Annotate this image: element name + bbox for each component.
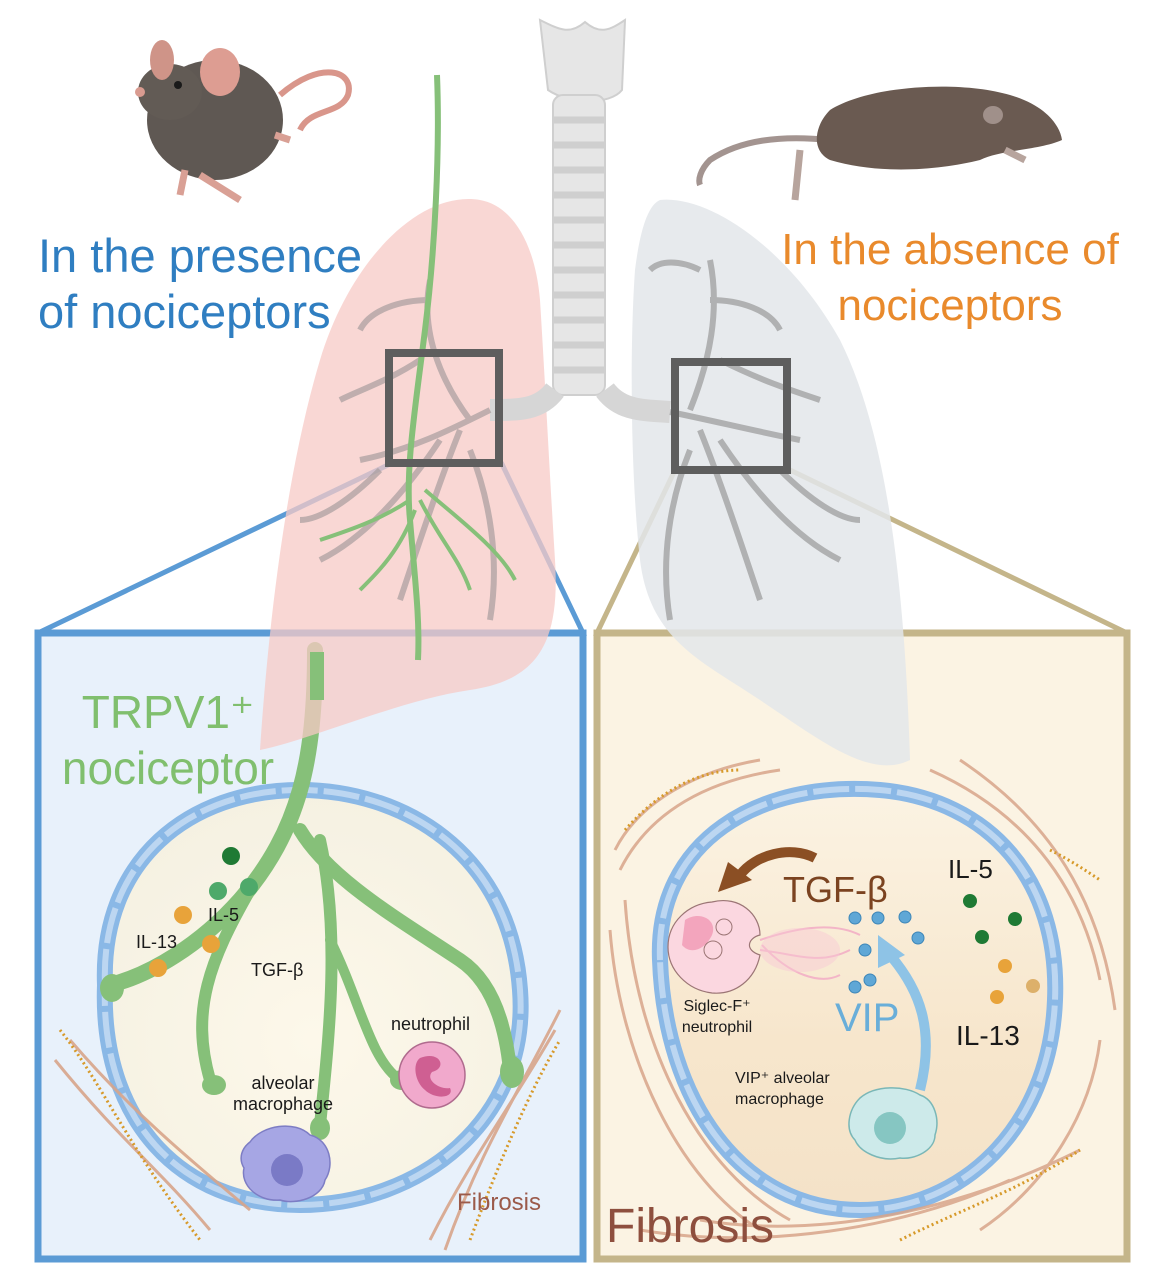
trpv1-label-line2: nociceptor: [61, 742, 275, 794]
left-collagen-fibers: [53, 1009, 562, 1251]
right-tgf-label: TGF-β: [783, 869, 888, 910]
right-vip-macrophage-label: VIP⁺ alveolar macrophage: [735, 1068, 830, 1110]
right-collagen-fibers: [608, 758, 1117, 1240]
left-neutrophil-label: neutrophil: [391, 1014, 471, 1034]
right-heading-line1: In the absence of: [781, 225, 1119, 274]
active-mouse: [135, 40, 352, 203]
right-il5-label: IL-5: [948, 854, 993, 884]
left-heading-line2: of nociceptors: [38, 285, 331, 338]
tracheal-rings: [553, 116, 605, 374]
right-neutrophil-line2: neutrophil: [681, 1019, 753, 1036]
right-vip-dots: [848, 910, 925, 994]
trpv1-label-line1: TRPV1⁺: [81, 686, 255, 738]
left-macrophage-cell: [240, 1125, 331, 1203]
left-macrophage-line1: alveolar: [251, 1073, 315, 1093]
right-neutrophil-line1: Siglec-F⁺: [683, 998, 751, 1015]
right-fibrosis-label: Fibrosis: [606, 1200, 775, 1253]
lungs: [260, 18, 910, 766]
left-zoom-box: [385, 349, 503, 467]
right-il13-label: IL-13: [956, 1020, 1020, 1051]
left-il13-label: IL-13: [136, 932, 178, 952]
trachea: [538, 18, 627, 396]
right-heading-line2: nociceptors: [837, 281, 1063, 330]
right-zoom-box: [671, 358, 791, 474]
left-il5-dots: [209, 847, 258, 900]
right-tgf-arrowhead: [718, 862, 752, 892]
left-heading-line1: In the presence: [38, 229, 362, 282]
right-macrophage-line2: macrophage: [735, 1091, 824, 1108]
left-tgf-label: TGF-β: [251, 960, 304, 980]
trpv1-nociceptor-label: TRPV1⁺ nociceptor: [48, 684, 288, 796]
right-macrophage-line1: VIP⁺ alveolar: [735, 1070, 830, 1087]
right-heading: In the absence of nociceptors: [760, 222, 1140, 334]
right-fibrin-strands: [623, 768, 1101, 1242]
left-neutrophil-cell: [398, 1041, 466, 1109]
right-lung: [631, 199, 910, 766]
left-fibrin-strands: [58, 1029, 562, 1241]
right-il5-dots: [963, 894, 1022, 944]
left-macrophage-label: alveolar macrophage: [218, 1073, 348, 1115]
left-heading: In the presence of nociceptors: [38, 228, 362, 340]
lung-nerve-fiber: [405, 74, 441, 661]
left-fibrosis-label: Fibrosis: [457, 1189, 542, 1216]
lying-mouse: [696, 86, 1062, 201]
right-tgf-arrow: [736, 847, 818, 879]
right-vip-macrophage: [848, 1087, 938, 1160]
left-il5-label: IL-5: [208, 905, 240, 925]
right-vip-arrow: [886, 951, 931, 1092]
lung-nerve-branches: [319, 488, 517, 592]
left-il13-dots: [149, 906, 220, 977]
left-macrophage-line2: macrophage: [232, 1094, 334, 1114]
right-vip-label: VIP: [835, 996, 900, 1040]
right-il13-dots: [990, 959, 1040, 1004]
right-zoom-panel: [593, 467, 1131, 1263]
right-siglec-neutrophil-label: Siglec-F⁺ neutrophil: [662, 996, 772, 1038]
right-vip-arrowhead: [878, 935, 905, 968]
right-siglec-neutrophil: [667, 900, 861, 994]
